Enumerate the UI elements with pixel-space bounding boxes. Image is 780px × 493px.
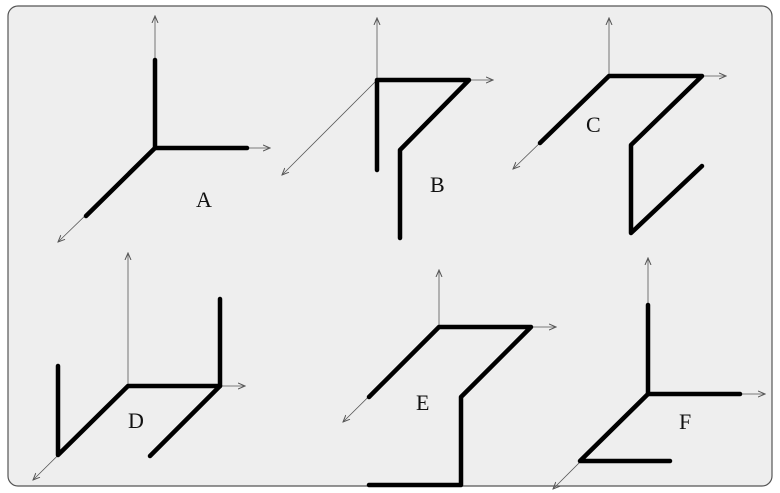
- panel-f-label: F: [679, 409, 691, 434]
- panel-a-wire-y: [83, 145, 158, 219]
- panel-b-y-axis: [282, 79, 378, 175]
- panel-d: D: [33, 253, 245, 480]
- panel-b-wire-path: [374, 77, 472, 241]
- panel-f-wire: [577, 302, 743, 464]
- panel-a-wire: [83, 57, 250, 219]
- panel-b-label: B: [430, 172, 445, 197]
- panel-d-label: D: [128, 408, 144, 433]
- panel-a-label: A: [196, 187, 212, 212]
- panel-f-wire-path: [577, 391, 673, 464]
- panel-c-wire-path: [537, 73, 705, 236]
- panel-c: C: [513, 18, 726, 236]
- panel-b-wire: [374, 77, 472, 241]
- panel-e: E: [343, 270, 556, 488]
- panel-f: F: [553, 258, 765, 489]
- panel-e-label: E: [416, 390, 429, 415]
- panel-d-wire-path: [55, 296, 223, 458]
- panel-e-wire: [366, 324, 534, 488]
- panel-e-wire-path: [366, 324, 534, 488]
- panel-c-label: C: [586, 112, 601, 137]
- panel-d-wire: [55, 296, 223, 459]
- panel-c-wire: [537, 73, 705, 236]
- panel-d-wire-diagonal: [147, 383, 223, 459]
- panel-b: B: [282, 18, 493, 241]
- panel-a: A: [58, 16, 270, 242]
